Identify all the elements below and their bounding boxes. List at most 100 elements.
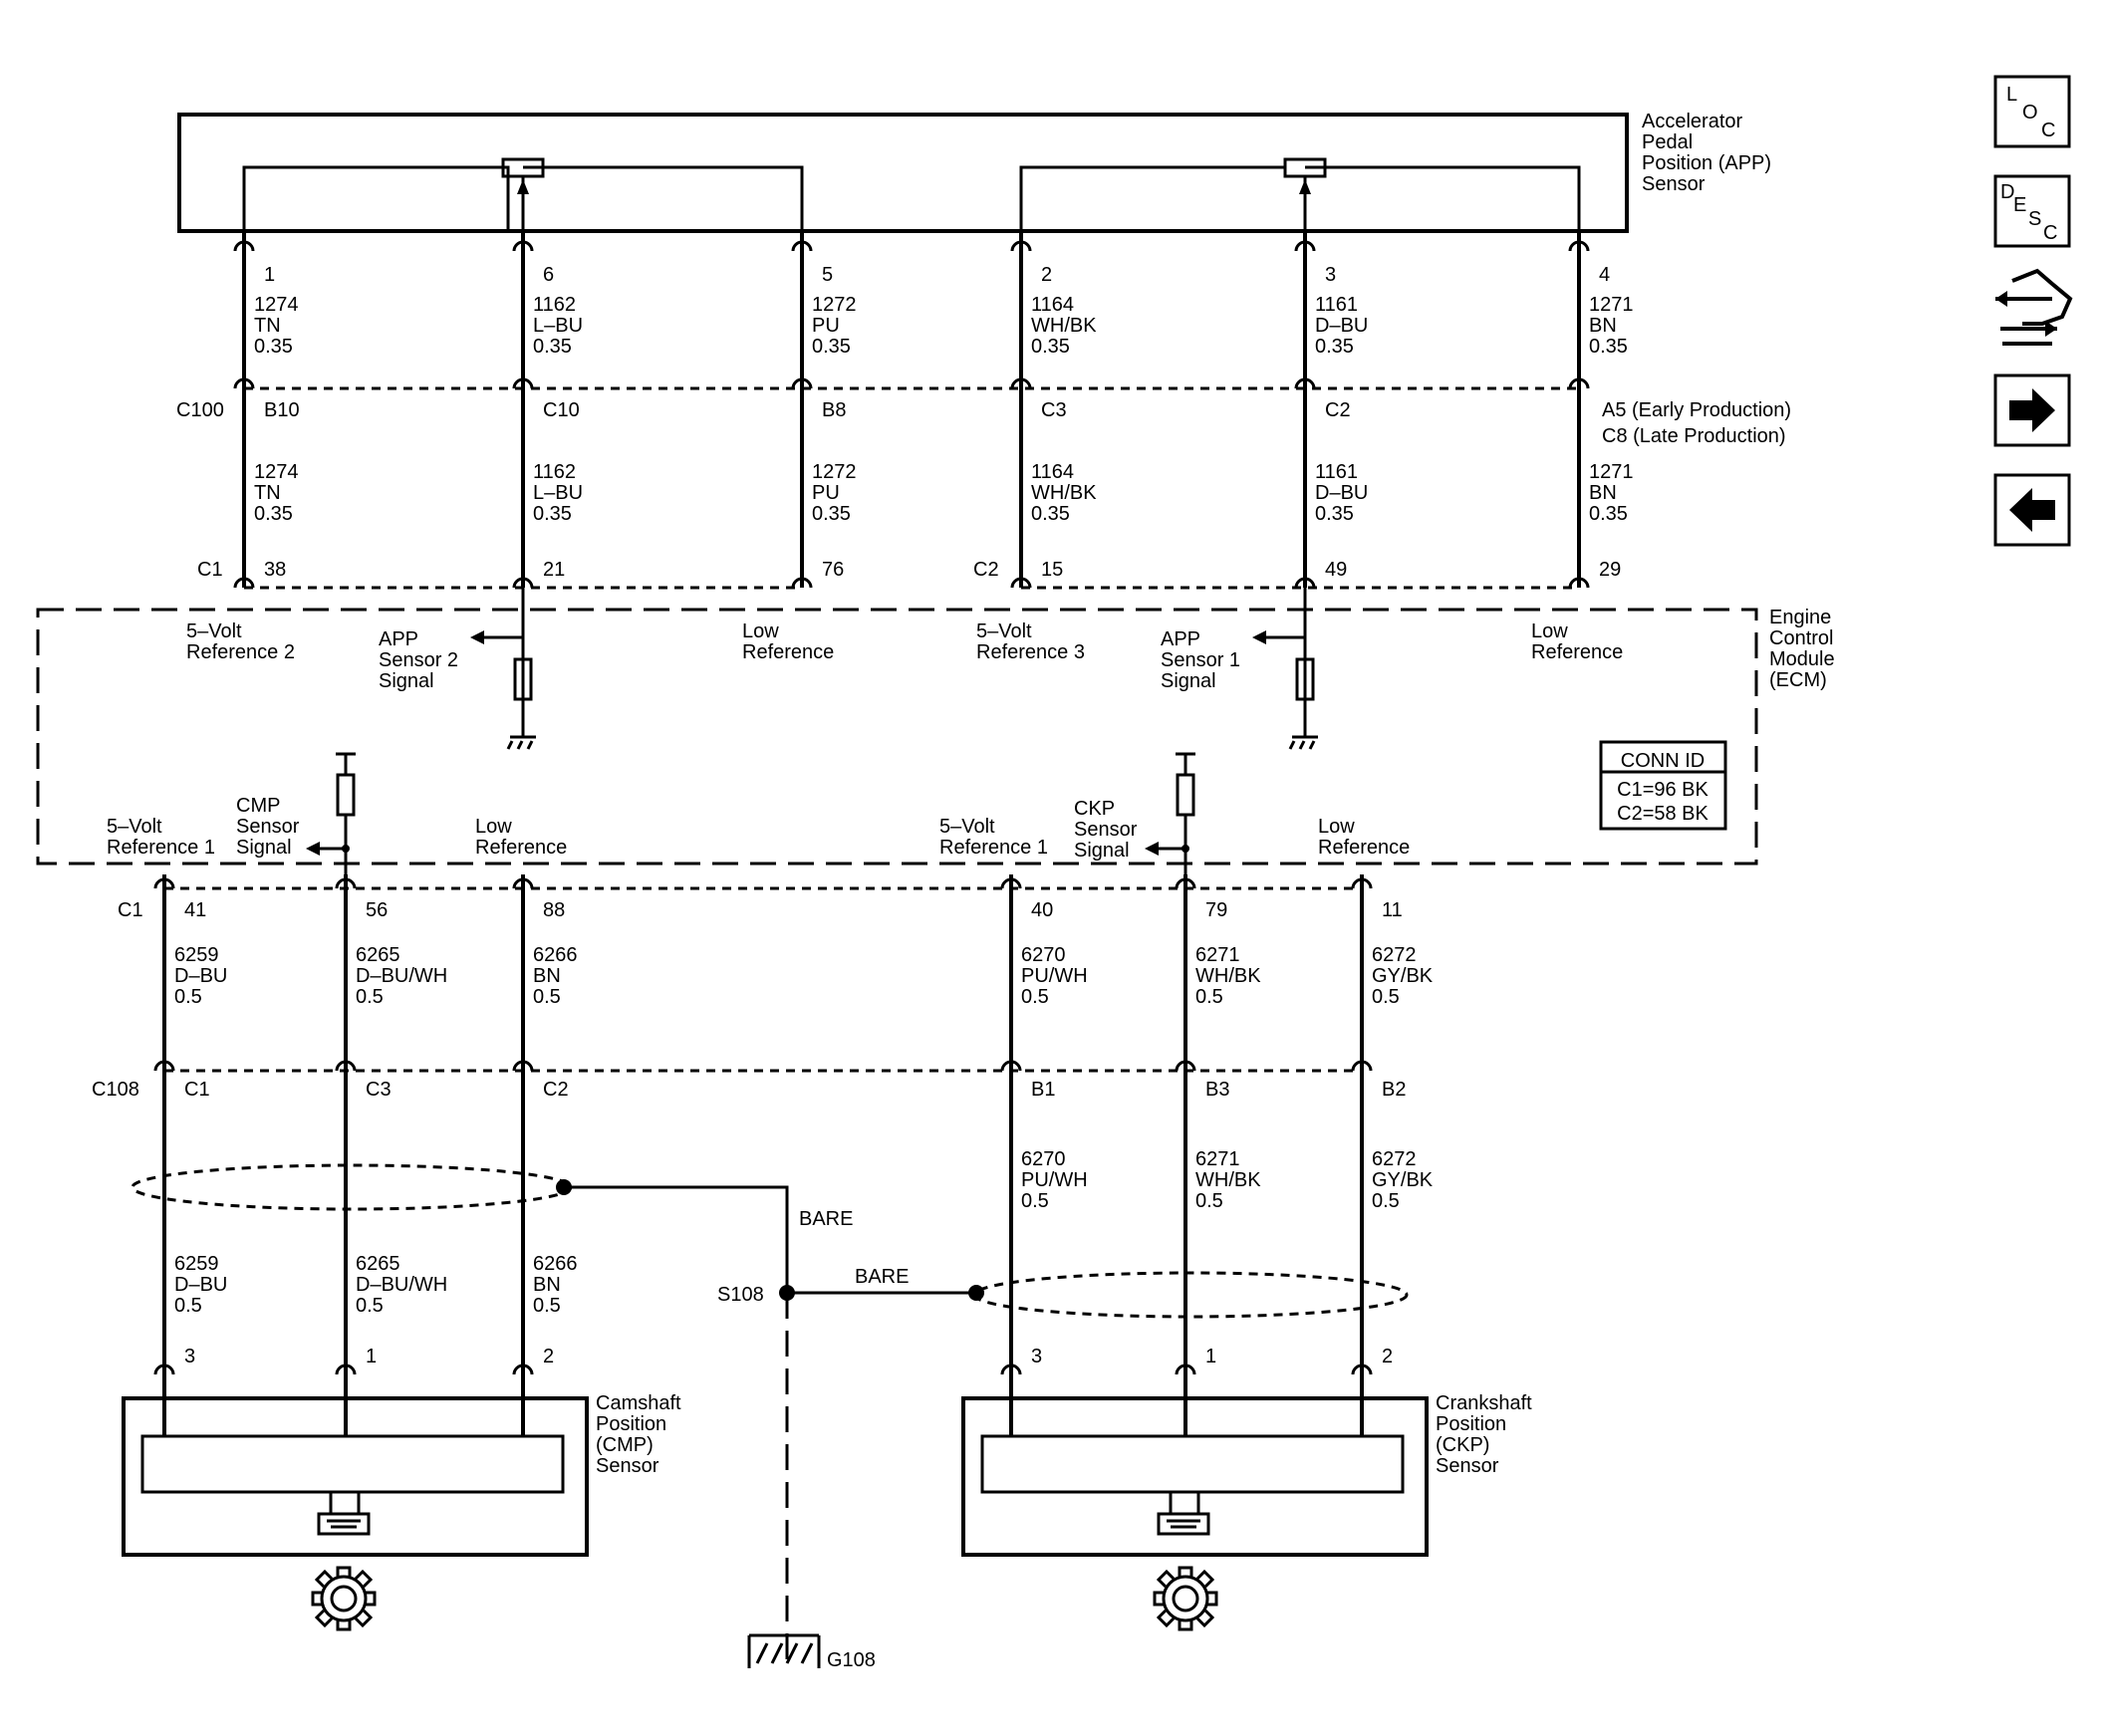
c100-pin-connector bbox=[1010, 377, 1032, 389]
wire-color: PU bbox=[812, 482, 840, 504]
wire-color: BN bbox=[533, 965, 561, 987]
wire-color: D–BU/WH bbox=[356, 965, 447, 987]
circuit-number: 6271 bbox=[1195, 1148, 1240, 1170]
lower-wires: 416259D–BU0.5C16259D–BU0.53566265D–BU/WH… bbox=[153, 874, 1434, 1436]
wire-gauge: 0.35 bbox=[254, 503, 293, 525]
wire-gauge: 0.5 bbox=[533, 986, 561, 1008]
cmp-sensor bbox=[122, 1396, 589, 1557]
c108-pin-label: B3 bbox=[1205, 1079, 1229, 1101]
circuit-number: 1272 bbox=[812, 294, 857, 316]
circuit-number: 6265 bbox=[356, 1253, 400, 1275]
circuit-number: 1161 bbox=[1315, 294, 1358, 316]
ecm-name-line-3: Module bbox=[1769, 648, 1835, 670]
app-pin-connector bbox=[791, 240, 813, 252]
cmp-sensor-name: Camshaft Position (CMP) Sensor bbox=[596, 1392, 681, 1477]
ecm-label-5v-ref1-a: 5–Volt bbox=[107, 816, 162, 838]
ecm-label-5v-ref3-b: Reference 3 bbox=[976, 641, 1085, 663]
app-pin-connector bbox=[1010, 240, 1032, 252]
ecm-top-pin-connector bbox=[1568, 577, 1590, 589]
ecm-app2-signal-circuit bbox=[470, 588, 536, 750]
conn-id-c1: C1=96 BK bbox=[1617, 779, 1708, 801]
circuit-number: 1162 bbox=[533, 461, 576, 483]
ecm-label-app2-b: Sensor 2 bbox=[379, 649, 458, 671]
circuit-number: 6270 bbox=[1021, 1148, 1066, 1170]
cmp-gear-icon bbox=[311, 1566, 377, 1631]
c100-pin-label: C2 bbox=[1325, 399, 1351, 421]
cmp-shield bbox=[131, 1163, 573, 1211]
ckp-name-line-1: Crankshaft bbox=[1436, 1392, 1532, 1414]
ecm-label-cmp-a: CMP bbox=[236, 795, 280, 817]
wire-color: TN bbox=[254, 315, 281, 337]
ecm-label-cmp-c: Signal bbox=[236, 837, 292, 859]
wire-color: BN bbox=[533, 1274, 561, 1296]
loc-button[interactable]: L O C bbox=[1993, 75, 2071, 148]
ecm-top-pin-connector bbox=[1294, 577, 1316, 589]
c108-pin-label: B2 bbox=[1382, 1079, 1406, 1101]
app-pin-connector bbox=[1294, 240, 1316, 252]
wire-color: WH/BK bbox=[1031, 315, 1097, 337]
connector-swap-icon[interactable] bbox=[1995, 268, 2073, 346]
bare-label-2: BARE bbox=[855, 1266, 909, 1288]
wire-color: L–BU bbox=[533, 315, 583, 337]
wire-color: WH/BK bbox=[1031, 482, 1097, 504]
ecm-label-lowref-b: Reference bbox=[742, 641, 834, 663]
app-pin-number: 6 bbox=[543, 264, 554, 286]
c108-pin-connector bbox=[335, 1060, 357, 1072]
wire-color: GY/BK bbox=[1372, 1169, 1434, 1191]
c100-pin-label: B8 bbox=[822, 399, 846, 421]
wire-gauge: 0.35 bbox=[812, 503, 851, 525]
app-name-line-4: Sensor bbox=[1642, 173, 1706, 195]
arrow-right-icon bbox=[2009, 388, 2055, 432]
ckp-name-line-4: Sensor bbox=[1436, 1455, 1499, 1477]
desc-letter-e: E bbox=[2013, 194, 2026, 216]
wire-gauge: 0.35 bbox=[533, 336, 572, 358]
wire-gauge: 0.5 bbox=[174, 1295, 202, 1317]
circuit-number: 6270 bbox=[1021, 944, 1066, 966]
bare-label-1: BARE bbox=[799, 1208, 853, 1230]
next-page-button[interactable] bbox=[1993, 373, 2071, 447]
ecm-label-5v-ref3-a: 5–Volt bbox=[976, 620, 1032, 642]
ecm-label-5v-ref2-a: 5–Volt bbox=[186, 620, 242, 642]
wire-gauge: 0.5 bbox=[1021, 1190, 1049, 1212]
shield-drain-wires bbox=[556, 1179, 984, 1668]
desc-button[interactable]: D E S C bbox=[1993, 174, 2071, 248]
wire-color: D–BU bbox=[174, 965, 227, 987]
ecm-bottom-pin-connector bbox=[1000, 877, 1022, 889]
wire-color: WH/BK bbox=[1195, 965, 1261, 987]
ckp-sensor-name: Crankshaft Position (CKP) Sensor bbox=[1436, 1392, 1532, 1477]
ecm-internal-top-labels: 5–Volt Reference 2 APP Sensor 2 Signal L… bbox=[186, 620, 1623, 692]
ground-label: G108 bbox=[827, 1649, 876, 1671]
wire-color: D–BU bbox=[174, 1274, 227, 1296]
circuit-number: 1164 bbox=[1031, 461, 1074, 483]
ecm-pin-number: 40 bbox=[1031, 899, 1053, 921]
circuit-number: 6272 bbox=[1372, 1148, 1417, 1170]
ecm-label-app1-a: APP bbox=[1161, 628, 1200, 650]
app-name-line-3: Position (APP) bbox=[1642, 152, 1771, 174]
c108-pin-connector bbox=[512, 1060, 534, 1072]
app-sensor bbox=[177, 113, 1629, 233]
ecm-label-app2-c: Signal bbox=[379, 670, 434, 692]
ecm-app1-signal-circuit bbox=[1252, 588, 1318, 750]
ecm-name-line-2: Control bbox=[1769, 627, 1833, 649]
c100-pin-connector bbox=[1294, 377, 1316, 389]
ecm-label-lowref4-b: Reference bbox=[1318, 837, 1410, 859]
ecm-pin-number: 76 bbox=[822, 559, 844, 581]
c108-pin-connector bbox=[1175, 1060, 1196, 1072]
wire-gauge: 0.35 bbox=[1589, 503, 1628, 525]
wire-gauge: 0.5 bbox=[533, 1295, 561, 1317]
c108-pin-label: C1 bbox=[184, 1079, 210, 1101]
ecm-bottom-pin-connector bbox=[153, 877, 175, 889]
app-name-line-1: Accelerator bbox=[1642, 111, 1742, 132]
app-sensor-name: Accelerator Pedal Position (APP) Sensor bbox=[1642, 111, 1771, 195]
ecm-bottom-pin-connector bbox=[512, 877, 534, 889]
previous-page-button[interactable] bbox=[1993, 473, 2071, 547]
wire-gauge: 0.35 bbox=[812, 336, 851, 358]
